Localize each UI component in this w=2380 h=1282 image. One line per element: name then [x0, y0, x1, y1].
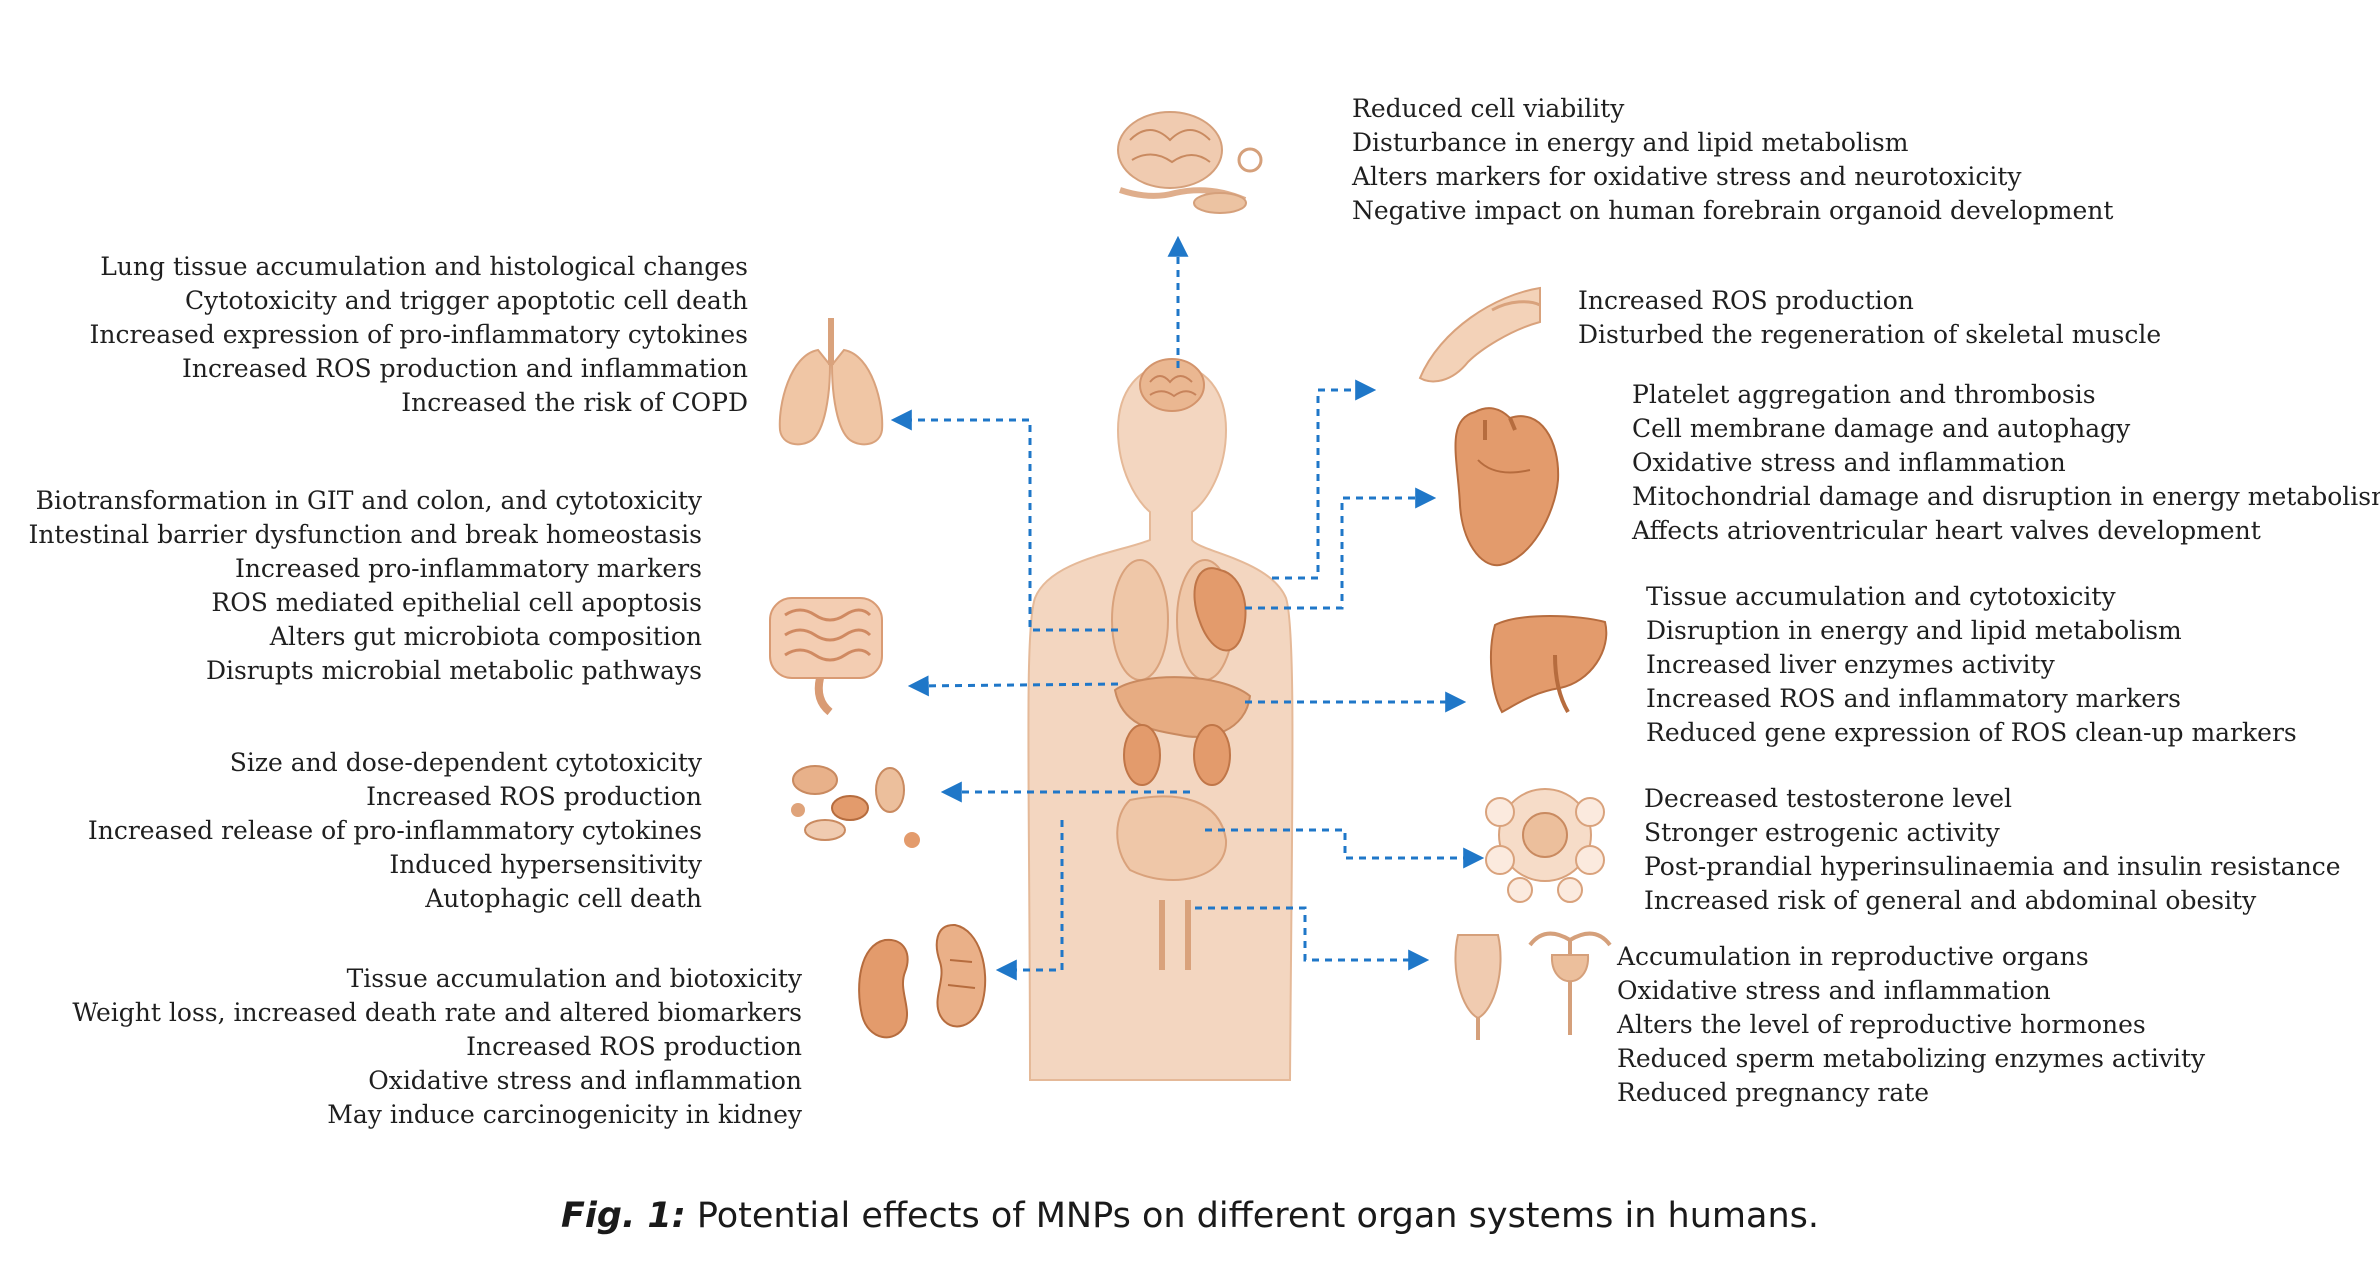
muscle-effect-item: Increased ROS production — [1578, 286, 1914, 315]
connector-arrows — [890, 235, 1485, 981]
intestine-effect-item: Alters gut microbiota composition — [269, 622, 702, 651]
muscle-effect-item: Disturbed the regeneration of skeletal m… — [1578, 320, 2162, 349]
lungs-icon — [778, 318, 884, 446]
cells-effect-item: Autophagic cell death — [425, 884, 702, 913]
arrow-to-endocrine — [1205, 828, 1485, 869]
intestine-effect-item: ROS mediated epithelial cell apoptosis — [211, 588, 702, 617]
internal-organs-icon — [1111, 358, 1252, 970]
lung-effect-item: Cytotoxicity and trigger apoptotic cell … — [185, 286, 748, 315]
brain-effect-item: Disturbance in energy and lipid metaboli… — [1352, 128, 1909, 157]
lung-effect-item: Increased the risk of COPD — [401, 388, 748, 417]
cells-effect-item: Induced hypersensitivity — [389, 850, 702, 879]
lung-effect-item: Lung tissue accumulation and histologica… — [100, 252, 748, 281]
cells-icon — [791, 765, 920, 848]
cells-effect-item: Increased release of pro-inflammatory cy… — [87, 816, 702, 845]
liver-effect-item: Increased liver enzymes activity — [1646, 650, 2055, 679]
cells-effect-item: Size and dose-dependent cytotoxicity — [229, 748, 702, 777]
reproductive-organs-icon — [1454, 931, 1612, 1040]
kidney-effect-item: Oxidative stress and inflammation — [368, 1066, 802, 1095]
liver-effect-item: Reduced gene expression of ROS clean-up … — [1646, 718, 2297, 747]
intestine-effects-list: Biotransformation in GIT and colon, and … — [28, 484, 702, 688]
intestine-icon — [769, 597, 883, 716]
heart-effect-item: Affects atrioventricular heart valves de… — [1632, 516, 2261, 545]
endocrine-effect-item: Post-prandial hyperinsulinaemia and insu… — [1644, 852, 2341, 881]
reproductive-effect-item: Reduced pregnancy rate — [1617, 1078, 1930, 1107]
arrow-to-heart — [1245, 487, 1437, 610]
arrow-to-intestine — [907, 675, 1119, 697]
arrow-to-reproductive — [1195, 906, 1430, 971]
intestine-effect-item: Biotransformation in GIT and colon, and … — [35, 486, 702, 515]
kidney-effect-item: Increased ROS production — [466, 1032, 802, 1061]
caption-text: Potential effects of MNPs on different o… — [685, 1196, 1819, 1236]
arrow-to-muscle — [1272, 379, 1377, 580]
endocrine-effect-item: Decreased testosterone level — [1644, 784, 2013, 813]
liver-icon — [1489, 615, 1608, 714]
reproductive-effect-item: Oxidative stress and inflammation — [1617, 976, 2051, 1005]
reproductive-effect-item: Accumulation in reproductive organs — [1617, 942, 2089, 971]
heart-icon — [1454, 407, 1560, 567]
heart-effect-item: Platelet aggregation and thrombosis — [1632, 380, 2096, 409]
heart-effect-item: Mitochondrial damage and disruption in e… — [1632, 482, 2380, 511]
liver-effect-item: Tissue accumulation and cytotoxicity — [1646, 582, 2116, 611]
intestine-effect-item: Disrupts microbial metabolic pathways — [205, 656, 702, 685]
liver-effect-item: Increased ROS and inflammatory markers — [1646, 684, 2181, 713]
kidney-icon — [858, 923, 987, 1039]
brain-neuron-icon — [1117, 111, 1263, 214]
caption-label: Fig. 1: — [560, 1196, 686, 1236]
endocrine-effect-item: Stronger estrogenic activity — [1644, 818, 2000, 847]
intestine-effect-item: Increased pro-inflammatory markers — [234, 554, 702, 583]
lung-effect-item: Increased ROS production and inflammatio… — [182, 354, 748, 383]
kidney-effect-item: May induce carcinogenicity in kidney — [327, 1100, 802, 1129]
heart-effect-item: Cell membrane damage and autophagy — [1632, 414, 2131, 443]
reproductive-effect-item: Reduced sperm metabolizing enzymes activ… — [1617, 1044, 2206, 1073]
brain-effect-item: Reduced cell viability — [1352, 94, 1625, 123]
kidney-effect-item: Weight loss, increased death rate and al… — [72, 998, 802, 1027]
brain-effect-item: Negative impact on human forebrain organ… — [1352, 196, 2114, 225]
reproductive-effect-item: Alters the level of reproductive hormone… — [1617, 1010, 2146, 1039]
liver-effect-item: Disruption in energy and lipid metabolis… — [1646, 616, 2182, 645]
cells-effect-item: Increased ROS production — [366, 782, 702, 811]
lung-effect-item: Increased expression of pro-inflammatory… — [89, 320, 748, 349]
kidney-effect-item: Tissue accumulation and biotoxicity — [346, 964, 802, 993]
arrow-to-lung — [890, 409, 1118, 632]
arm-muscle-icon — [1418, 286, 1541, 383]
endocrine-effect-item: Increased risk of general and abdominal … — [1644, 886, 2257, 915]
lung-effects-list: Lung tissue accumulation and histologica… — [89, 250, 748, 420]
brain-effect-item: Alters markers for oxidative stress and … — [1352, 162, 2022, 191]
arrow-to-kidney — [995, 820, 1064, 981]
figure-caption: Fig. 1: Potential effects of MNPs on dif… — [0, 1196, 2380, 1236]
endocrine-system-icon — [1485, 788, 1605, 903]
heart-effect-item: Oxidative stress and inflammation — [1632, 448, 2066, 477]
intestine-effect-item: Intestinal barrier dysfunction and break… — [28, 520, 702, 549]
